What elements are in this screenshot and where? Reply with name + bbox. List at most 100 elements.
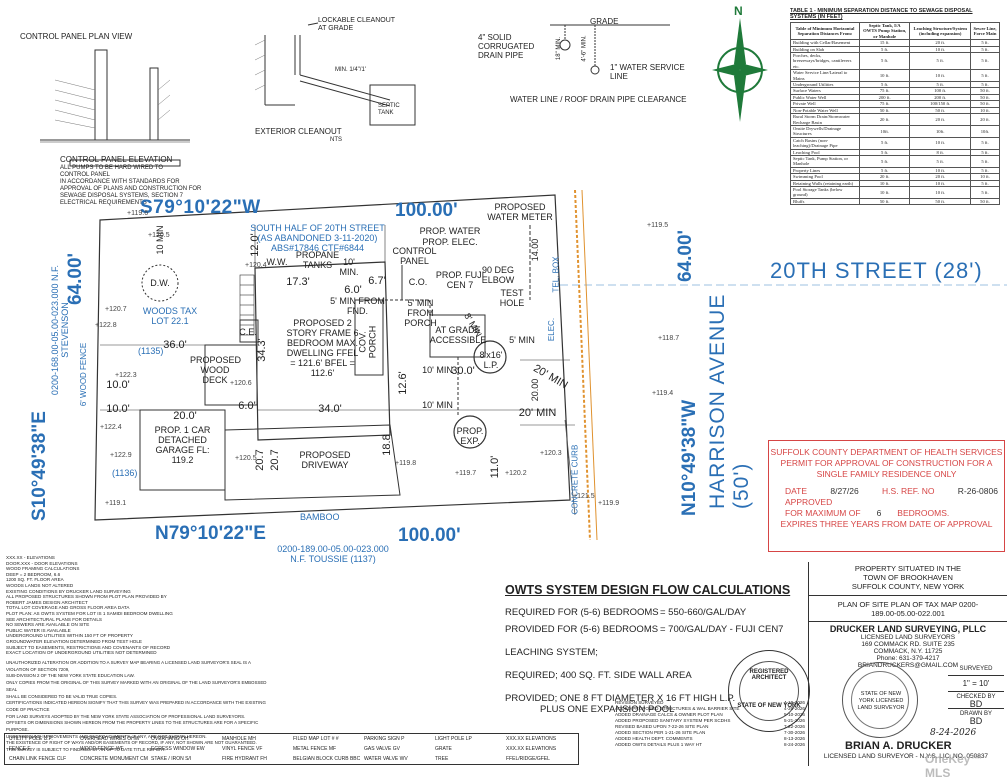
checked-label: CHECKED BY	[956, 694, 996, 700]
table-cell: Building with Cellar/Basement	[790, 39, 860, 47]
prop-water-label: PROP. WATER	[419, 226, 481, 236]
note-line: TOTAL LOT COVERAGE AND GROSS FLOOR AREA …	[6, 605, 130, 611]
dim-34-0: 34.0'	[318, 403, 342, 415]
prop-elec-label: PROP. ELEC.	[422, 237, 478, 247]
co-label: C.O.	[408, 277, 428, 287]
revision-text: ADDED PROPOSED SANITARY SYSTEM PER SCDHS	[615, 718, 731, 723]
table-cell: Public Water Well	[790, 93, 860, 102]
ce-label: C.E.	[239, 327, 257, 337]
exterior-cleanout-detail: LOCKABLE CLEANOUT AT GRADE MIN. 1/4"/1' …	[250, 15, 420, 145]
note-line: FOR LAND SURVEYS ADOPTED BY THE NEW YORK…	[6, 713, 246, 719]
control-panel-plan-title: CONTROL PANEL PLAN VIEW	[20, 32, 133, 41]
note-line: XXX.XX - ELEVATIONS	[6, 555, 55, 560]
note-line: EXISTING CONDITIONS BY DRUCKER LAND SURV…	[6, 588, 131, 594]
lp-label: 8'x16' L.P.	[479, 350, 503, 370]
legend-item: TREE	[435, 756, 449, 762]
prop-exp-label: PROP. EXP.	[456, 426, 484, 446]
legend-item: BELGIAN BLOCK CURB BBC	[293, 756, 361, 762]
spot-elevation: +120.4	[245, 262, 267, 269]
revision-date: 4-26-2026	[784, 706, 805, 711]
legend-item: UTILITY POLE U.P.	[9, 736, 53, 742]
spot-elevation: +120.5	[235, 455, 257, 462]
email: BRIANDRUCKERS@GMAIL.COM	[857, 662, 959, 669]
table-row: Rural Storm Drain/Stormwater Recharge Ba…	[790, 113, 1000, 126]
owts-title: OWTS SYSTEM DESIGN FLOW CALCULATIONS	[505, 583, 791, 597]
note-line: UNAUTHORIZED ALTERATION OR ADDITION TO A…	[6, 660, 251, 672]
table-cell: Porches, decks, breezeways/bridges, cant…	[790, 52, 860, 71]
driveway-label: PROPOSED DRIVEWAY	[299, 450, 351, 470]
revision-date: 4-19-2026	[784, 700, 805, 705]
note-line: THIS SURVEY IS SUBJECT TO FINDINGS OF AN…	[6, 747, 166, 753]
licensed-text: LICENSED LAND SURVEYORS	[860, 634, 956, 641]
dim-17-3: 17.3'	[286, 276, 310, 288]
table-cell: 5 ft.	[970, 52, 1000, 71]
dist-top: 100.00'	[395, 200, 458, 221]
separation-header-1: Septic Tank, I/A OWTS Pump Station, or M…	[858, 21, 911, 41]
note-line: ROBERT JAMES DESIGN ARCHITECT	[6, 599, 88, 605]
min-slope-label: MIN. 1/4"/1'	[335, 67, 366, 73]
woods-label: WOODS TAX LOT 22.1	[142, 306, 198, 326]
revision-date: 5-10-2026	[784, 712, 805, 717]
dim-11-0: 11.0'	[489, 455, 501, 479]
north-letter: N	[734, 4, 743, 18]
spot-elevation: +121.5	[573, 493, 595, 500]
table-row: Porches, decks, breezeways/bridges, cant…	[790, 52, 1000, 71]
table-row: Retaining Walls (retaining earth)10 ft.1…	[790, 179, 1000, 188]
dim-10min: 10 MIN	[155, 225, 165, 255]
separation-table-title: TABLE 1 - MINIMUM SEPARATION DISTANCE TO…	[790, 8, 973, 20]
spot-elevation: +120.6	[230, 380, 252, 387]
spot-elevation: +122.3	[115, 372, 137, 379]
grade-label: GRADE	[590, 17, 619, 26]
control-panel-elevation-title: CONTROL PANEL ELEVATION	[60, 155, 173, 164]
table-cell: 5 ft.	[970, 45, 1000, 54]
stamp-max-value: 6	[876, 508, 882, 518]
elev-note-1: ALL PUMPS TO BE HARD WIRED TO CONTROL PA…	[60, 165, 164, 178]
table-cell: Underground Utilities	[790, 81, 860, 89]
revision-text: ADDED HEALTH DEPT. COMMENTS	[615, 736, 693, 741]
table-cell: 50 ft.	[970, 87, 1000, 95]
spot-elevation: +119.4	[652, 390, 674, 397]
note-line: PUBLIC WATER IS AVAILABLE	[6, 627, 71, 633]
legend-item: GAS VALVE GV	[364, 746, 400, 752]
note-line: UNDERGROUND UTILITIES WITHIN 150 FT OF P…	[6, 633, 133, 639]
spot-elevation: +119.7	[455, 470, 477, 477]
legend-item: METAL FENCE MF	[293, 746, 337, 752]
table-cell: 5 ft.	[970, 148, 1000, 156]
stamp-ref-value: R-26-0806	[957, 486, 998, 496]
owts-req-label: REQUIRED FOR (5-6) BEDROOMS	[505, 607, 659, 618]
note-line: GROUNDWATER ELEVATION DETERMINED FROM TE…	[6, 638, 142, 644]
surveyor-seal: STATE OF NEW YORK LICENSED LAND SURVEYOR	[842, 662, 918, 738]
health-dept-stamp: SUFFOLK COUNTY DEPARTMENT OF HEALTH SERV…	[768, 440, 1005, 552]
checked-initials: BD	[948, 700, 1004, 709]
drain-pipe-label: 4" SOLID CORRUGATED DRAIN PIPE	[478, 33, 535, 60]
spot-elevation: +119.1	[105, 500, 127, 507]
note-line: PLOT PLAN: AS OWTS SYSTEM FOR LOT IS 1 S…	[6, 610, 173, 616]
note-line: UNDERGROUND IMPROVEMENTS AND ENCROACHMEN…	[6, 733, 207, 739]
legend-item: CONCRETE MONUMENT CM	[80, 756, 148, 762]
water-line-clearance-detail: 4" SOLID CORRUGATED DRAIN PIPE GRADE 18"…	[470, 15, 686, 110]
table-cell: 10 ft.	[970, 173, 1000, 181]
note-line: SUBJECT TO EASEMENTS, RESTRICTIONS AND C…	[6, 644, 171, 650]
elev-note-2: IN ACCORDANCE WITH STANDARDS FOR APPROVA…	[60, 179, 202, 206]
ww-label-1: W.W.	[266, 257, 288, 267]
owts-req-value: = 550-660/GAL/DAY	[660, 607, 747, 618]
dim-20-0: 20.0'	[173, 410, 197, 422]
architect-stamp: REGISTERED ARCHITECT STATE OF NEW YORK	[728, 650, 810, 732]
title-side-column: SURVEYED 1" = 10' CHECKED BY BD DRAWN BY…	[948, 664, 1004, 726]
wood-fence-label: 6' WOOD FENCE	[79, 342, 89, 407]
dim-14-00: 14.00	[530, 238, 540, 262]
dim-12-0: 12.0'	[249, 233, 261, 257]
dim-18-8: 18.8	[381, 434, 393, 456]
legend-item: FENCE F	[9, 746, 31, 752]
note-line: DEEP = 2 BEDROOM, 6.6	[6, 571, 61, 577]
